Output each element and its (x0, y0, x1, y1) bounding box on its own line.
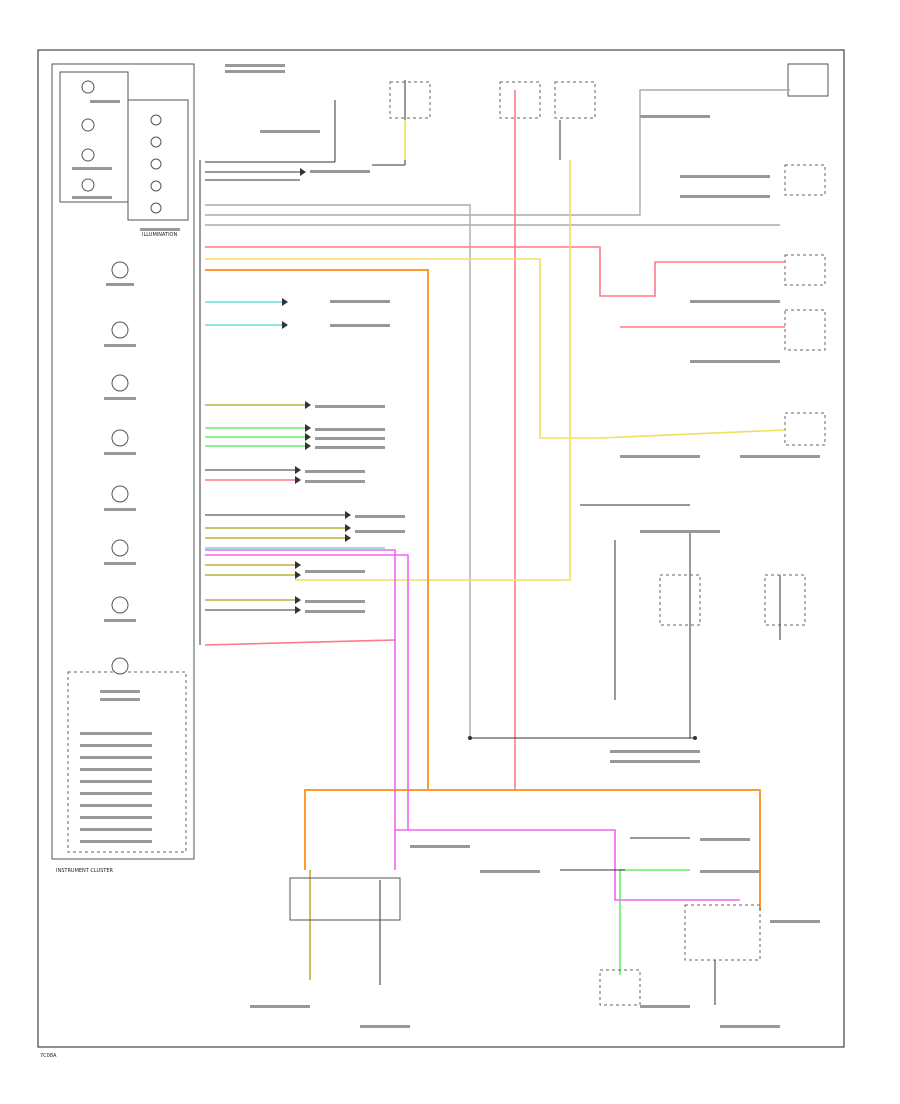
wire-yellow-2 (295, 160, 571, 581)
bulb-right-turn (81, 178, 95, 192)
illumination-section (127, 99, 189, 221)
cluster-indicator-list (80, 732, 152, 843)
warning-indicator-section (67, 671, 187, 853)
bulb-illum-4 (150, 180, 162, 192)
bulb-airbag (111, 657, 129, 675)
wire-pink-3 (205, 554, 409, 830)
bulb-4x4 (81, 118, 95, 132)
wire-pink-1 (205, 549, 396, 870)
wire-gray-1 (205, 204, 471, 738)
bulb-charge (111, 261, 129, 279)
wire-labels (225, 64, 820, 1028)
bulb-overdrive (111, 485, 129, 503)
instrument-cluster-box (51, 63, 195, 860)
wire-red-1 (205, 246, 785, 297)
bulb-seat-belt (111, 596, 129, 614)
wire-orange-2 (428, 789, 761, 910)
wire-red-5 (204, 639, 396, 646)
bulb-illum-2 (150, 136, 162, 148)
bulb-anti-lock (111, 429, 129, 447)
bulb-cruise (81, 80, 95, 94)
right-lower-components (289, 574, 806, 1006)
wire-gray-2 (205, 89, 790, 216)
cluster-labels (72, 100, 180, 701)
top-components (205, 63, 829, 446)
lower-black-wires (205, 469, 781, 1005)
cluster-caption: INSTRUMENT CLUSTER (56, 868, 114, 874)
bulb-oil (111, 321, 129, 339)
wire-pink-2 (395, 829, 740, 901)
diagram-code: 7C08A (40, 1053, 57, 1059)
wire-yellow-1 (205, 258, 786, 439)
bulb-illum-5 (150, 202, 162, 214)
diagram-border (37, 49, 845, 1048)
cluster-bulbs (81, 80, 162, 675)
bulb-illum-1 (150, 114, 162, 126)
cluster-illumination-caption: ILLUMINATION (142, 232, 177, 238)
bulb-left-turn (81, 148, 95, 162)
bulb-brake (111, 374, 129, 392)
bulb-high-beam (111, 539, 129, 557)
ground-symbols (282, 298, 697, 740)
bulb-illum-3 (150, 158, 162, 170)
